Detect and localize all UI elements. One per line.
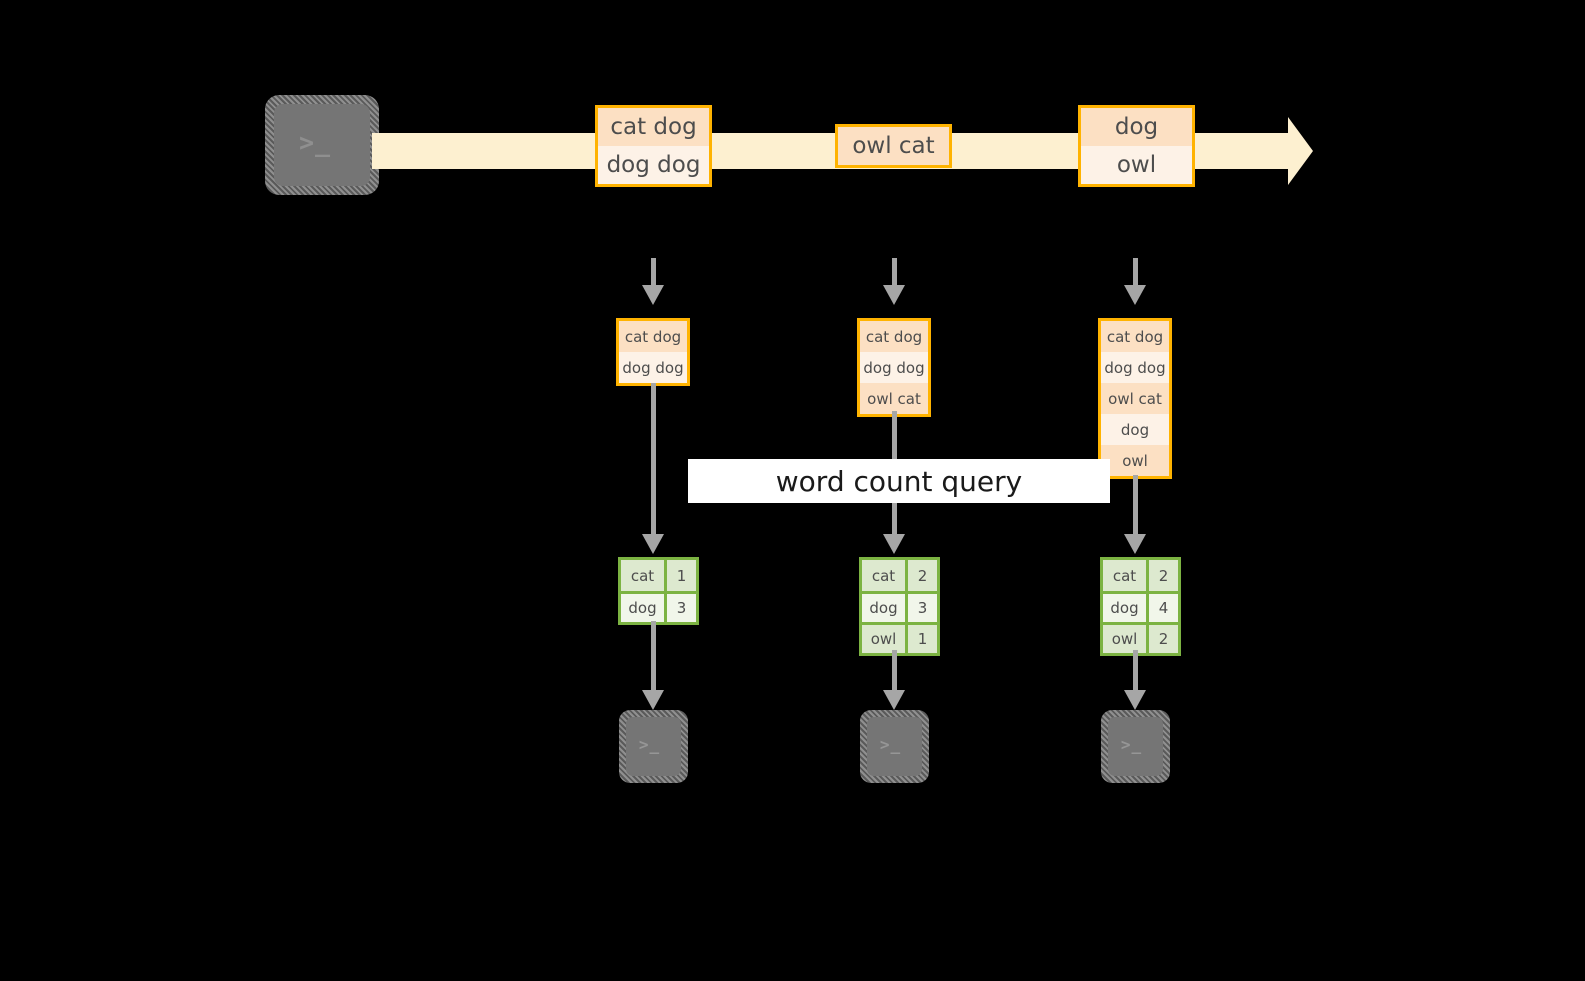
output-connector-1 — [651, 621, 656, 693]
result-count: 2 — [908, 560, 937, 591]
consumer-terminal-icon-1: >_ — [619, 710, 688, 783]
query-connector-1 — [651, 383, 656, 538]
stream-record-line: dog — [1081, 108, 1192, 146]
snapshot-input-line: cat dog — [860, 321, 928, 352]
output-arrowhead-icon-2 — [883, 690, 905, 710]
table-row: owl 1 — [862, 622, 937, 653]
result-word: owl — [862, 622, 908, 653]
snapshot-input-line: dog dog — [619, 352, 687, 383]
snapshot-input-3: cat dog dog dog owl cat dog owl — [1098, 318, 1172, 479]
result-table-2: cat 2 dog 3 owl 1 — [859, 557, 940, 656]
feed-dash-2 — [892, 258, 897, 286]
terminal-screen — [867, 717, 922, 776]
snapshot-input-line: dog dog — [860, 352, 928, 383]
snapshot-input-line: dog — [1101, 414, 1169, 445]
producer-terminal-icon: >_ — [265, 95, 379, 195]
snapshot-input-line: owl cat — [1101, 383, 1169, 414]
terminal-prompt-glyph: >_ — [879, 734, 902, 754]
snapshot-input-line: owl — [1101, 445, 1169, 476]
query-arrowhead-icon-1 — [642, 534, 664, 554]
stream-record-1: cat dog dog dog — [595, 105, 712, 187]
result-word: dog — [862, 591, 908, 622]
result-count: 4 — [1149, 591, 1178, 622]
terminal-screen — [1108, 717, 1163, 776]
result-count: 3 — [908, 591, 937, 622]
result-count: 1 — [908, 622, 937, 653]
result-count: 2 — [1149, 622, 1178, 653]
result-count: 3 — [667, 591, 696, 622]
table-row: dog 3 — [621, 591, 696, 622]
stream-record-3: dog owl — [1078, 105, 1195, 187]
result-word: dog — [1103, 591, 1149, 622]
snapshot-input-line: owl cat — [860, 383, 928, 414]
output-arrowhead-icon-3 — [1124, 690, 1146, 710]
stream-record-line: owl cat — [838, 127, 949, 165]
output-connector-3 — [1133, 650, 1138, 693]
result-table-3: cat 2 dog 4 owl 2 — [1100, 557, 1181, 656]
stream-record-2: owl cat — [835, 124, 952, 168]
terminal-screen — [626, 717, 681, 776]
result-word: owl — [1103, 622, 1149, 653]
result-table-1: cat 1 dog 3 — [618, 557, 699, 625]
terminal-prompt-glyph: >_ — [1120, 734, 1143, 754]
result-word: cat — [1103, 560, 1149, 591]
stream-record-line: cat dog — [598, 108, 709, 146]
consumer-terminal-icon-2: >_ — [860, 710, 929, 783]
stream-record-line: dog dog — [598, 146, 709, 184]
table-row: cat 2 — [1103, 560, 1178, 591]
table-row: cat 1 — [621, 560, 696, 591]
snapshot-input-line: cat dog — [1101, 321, 1169, 352]
snapshot-input-1: cat dog dog dog — [616, 318, 690, 386]
table-row: dog 4 — [1103, 591, 1178, 622]
word-count-query-label: word count query — [688, 459, 1110, 503]
stream-record-line: owl — [1081, 146, 1192, 184]
consumer-terminal-icon-3: >_ — [1101, 710, 1170, 783]
table-row: cat 2 — [862, 560, 937, 591]
query-connector-3 — [1133, 475, 1138, 538]
feed-dash-3 — [1133, 258, 1138, 286]
result-word: cat — [621, 560, 667, 591]
output-arrowhead-icon-1 — [642, 690, 664, 710]
output-connector-2 — [892, 650, 897, 693]
result-word: cat — [862, 560, 908, 591]
snapshot-input-line: cat dog — [619, 321, 687, 352]
feed-arrowhead-icon-1 — [642, 285, 664, 305]
query-arrowhead-icon-3 — [1124, 534, 1146, 554]
table-row: dog 3 — [862, 591, 937, 622]
table-row: owl 2 — [1103, 622, 1178, 653]
terminal-screen — [274, 104, 370, 186]
terminal-prompt-glyph: >_ — [298, 127, 332, 157]
snapshot-input-2: cat dog dog dog owl cat — [857, 318, 931, 417]
feed-arrowhead-icon-3 — [1124, 285, 1146, 305]
snapshot-input-line: dog dog — [1101, 352, 1169, 383]
terminal-prompt-glyph: >_ — [638, 734, 661, 754]
result-count: 2 — [1149, 560, 1178, 591]
result-count: 1 — [667, 560, 696, 591]
stream-arrowhead-icon — [1288, 117, 1313, 185]
feed-dash-1 — [651, 258, 656, 286]
result-word: dog — [621, 591, 667, 622]
query-arrowhead-icon-2 — [883, 534, 905, 554]
feed-arrowhead-icon-2 — [883, 285, 905, 305]
